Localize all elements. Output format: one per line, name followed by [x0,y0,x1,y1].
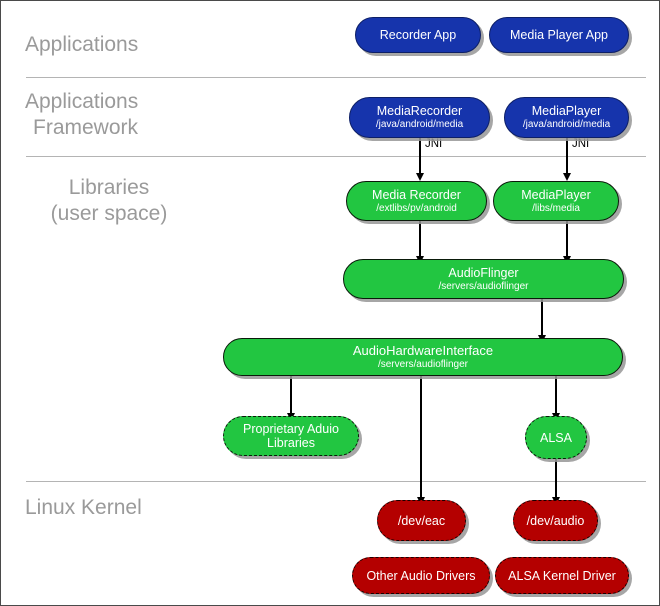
node-mediaplayer-framework-path: /java/android/media [522,119,611,131]
connector-label-jni-right: JNI [572,138,590,150]
node-audioflinger-title: AudioFlinger [448,265,519,280]
node-mediarecorder-framework[interactable]: MediaRecorder /java/android/media [349,97,490,138]
node-recorder-app-title: Recorder App [379,28,457,42]
node-alsa[interactable]: ALSA [525,416,587,459]
layer-label-libraries-line2: (user space) [50,202,168,225]
node-media-player-app[interactable]: Media Player App [489,17,629,53]
node-other-audio-drivers-title: Other Audio Drivers [366,568,476,583]
arrowhead-mediaplayer-lib [562,173,571,181]
node-recorder-app[interactable]: Recorder App [355,17,481,53]
connector-alsa-to-dev-audio [555,459,557,500]
node-mediaplayer-framework[interactable]: MediaPlayer /java/android/media [504,97,629,138]
node-media-recorder-library-path: /extlibs/pv/android [376,202,457,214]
node-media-recorder-library[interactable]: Media Recorder /extlibs/pv/android [346,181,487,221]
connector-audioflinger-to-audiohardwareinterface [541,299,543,338]
node-alsa-kernel-driver[interactable]: ALSA Kernel Driver [495,557,629,594]
node-mediaplayer-framework-title: MediaPlayer [531,104,602,119]
arrowhead-mediarecorder-lib [415,173,424,181]
layer-label-applications: Applications [25,33,139,56]
layer-label-linux-kernel: Linux Kernel [25,496,142,519]
node-media-player-library[interactable]: MediaPlayer /libs/media [493,181,619,221]
connector-mediaplayer-lib-to-audioflinger [566,221,568,259]
connector-label-jni-left: JNI [425,138,443,150]
connector-ahi-to-alsa [555,376,557,416]
node-media-player-library-title: MediaPlayer [521,187,591,202]
layer-label-applications-framework-line2: Framework [33,116,139,139]
divider-applications [26,77,646,78]
connector-mediarecorder-lib-to-audioflinger [419,221,421,259]
divider-framework [26,156,646,157]
connector-mediaplayer-fw-to-lib [566,138,568,175]
layer-label-libraries-line1: Libraries [68,176,150,199]
node-alsa-title: ALSA [540,430,572,445]
node-audiohardwareinterface-title: AudioHardwareInterface [352,342,494,358]
node-mediarecorder-framework-title: MediaRecorder [376,104,463,119]
node-media-player-library-path: /libs/media [532,202,580,214]
node-audioflinger[interactable]: AudioFlinger /servers/audioflinger [343,259,624,299]
node-audioflinger-path: /servers/audioflinger [438,280,529,292]
node-dev-audio-title: /dev/audio [526,513,585,528]
node-dev-eac-title: /dev/eac [397,513,446,528]
node-proprietary-audio-libraries-subtitle: Libraries [267,436,315,450]
divider-libraries [26,481,646,482]
node-alsa-kernel-driver-title: ALSA Kernel Driver [508,568,616,583]
node-audiohardwareinterface[interactable]: AudioHardwareInterface /servers/audiofli… [223,338,623,376]
node-media-recorder-library-title: Media Recorder [372,187,461,202]
node-proprietary-audio-libraries-title: Proprietary Aduio [243,422,339,436]
node-proprietary-audio-libraries[interactable]: Proprietary Aduio Libraries [223,416,359,456]
connector-mediarecorder-fw-to-lib [419,138,421,175]
connector-ahi-to-proprietary-libs [290,376,292,416]
node-dev-audio[interactable]: /dev/audio [513,500,598,541]
layer-label-applications-framework-line1: Applications [25,90,139,113]
node-other-audio-drivers[interactable]: Other Audio Drivers [352,557,490,594]
connector-ahi-to-dev-eac [420,376,422,500]
node-media-player-app-title: Media Player App [510,28,608,42]
node-dev-eac[interactable]: /dev/eac [377,500,466,541]
node-audiohardwareinterface-path: /servers/audioflinger [377,359,469,371]
node-mediarecorder-framework-path: /java/android/media [375,119,464,131]
